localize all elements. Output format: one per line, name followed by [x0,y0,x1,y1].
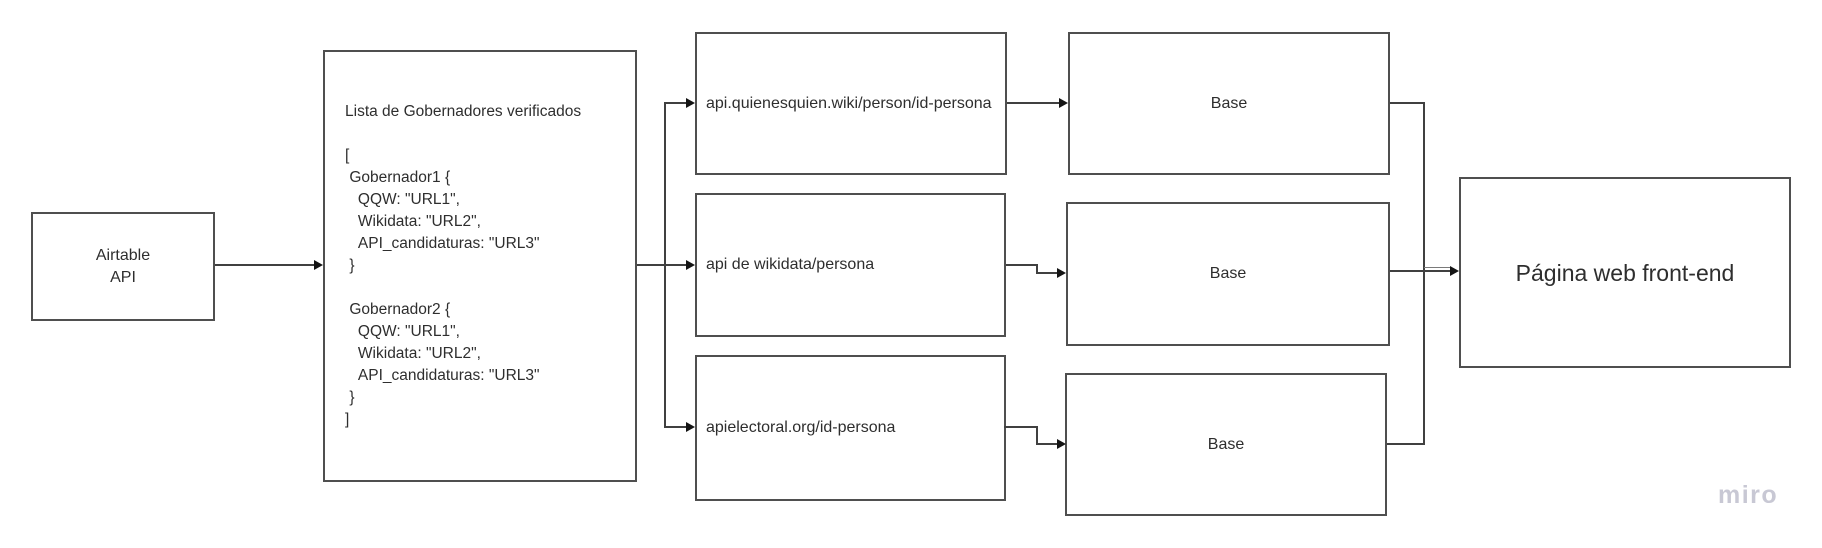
edge-frontend-trunk [1423,102,1425,445]
edge-lista-apiwikidata-line [637,264,686,266]
edge-lista-apielectoral-line [664,426,686,428]
edge-lista-apiwikidata-arrowhead [686,260,695,270]
edge-apiwikidata-base-line-2 [1036,264,1038,274]
edge-lista-branch-trunk [664,102,666,428]
edge-baseelectoral-frontend-line [1387,443,1425,445]
node-base-wikidata[interactable]: Base [1066,202,1390,346]
edge-lista-apielectoral-arrowhead [686,422,695,432]
node-api-electoral[interactable]: apielectoral.org/id-persona [695,355,1006,501]
miro-watermark: miro [1718,481,1779,509]
node-base-wikidata-label: Base [1209,265,1247,282]
node-base-quienesquien-label: Base [1210,94,1248,112]
edge-frontend-double-line [1424,267,1450,268]
edge-apiwikidata-base-line-3 [1036,272,1058,274]
edge-lista-apiqqw-arrowhead [686,98,695,108]
edge-apiqqw-base-line [1007,102,1060,104]
node-api-wikidata[interactable]: api de wikidata/persona [695,193,1006,337]
edge-apielectoral-base-line-2 [1036,426,1038,445]
node-frontend-label: Página web front-end [1515,259,1735,286]
node-frontend[interactable]: Página web front-end [1459,177,1791,368]
edge-apielectoral-base-arrowhead [1057,439,1066,449]
edge-apiwikidata-base-line-1 [1006,264,1038,266]
edge-airtable-lista-arrowhead [314,260,323,270]
node-base-electoral-label: Base [1207,435,1245,453]
edge-basewikidata-frontend-line [1390,270,1450,272]
node-api-quienesquien[interactable]: api.quienesquien.wiki/person/id-persona [695,32,1007,175]
edge-airtable-lista-line [215,264,314,266]
node-lista-gobernadores-text: Lista de Gobernadores verificados [ Gobe… [345,103,582,428]
node-api-electoral-label: apielectoral.org/id-persona [706,419,896,436]
edge-frontend-arrowhead [1450,266,1459,276]
node-base-quienesquien[interactable]: Base [1068,32,1390,175]
edge-apiwikidata-base-arrowhead [1057,268,1066,278]
edge-baseqqw-frontend-line [1390,102,1425,104]
node-api-quienesquien-label: api.quienesquien.wiki/person/id-persona [706,94,992,112]
node-airtable-api-label: Airtable API [95,246,151,286]
edge-apielectoral-base-line-3 [1036,443,1058,445]
edge-apielectoral-base-line-1 [1004,426,1038,428]
node-base-electoral[interactable]: Base [1065,373,1387,516]
edge-lista-apiqqw-line [664,102,686,104]
node-lista-gobernadores[interactable]: Lista de Gobernadores verificados [ Gobe… [323,50,637,482]
edge-apiqqw-base-arrowhead [1059,98,1068,108]
node-api-wikidata-label: api de wikidata/persona [706,256,875,273]
node-airtable-api[interactable]: Airtable API [31,212,215,321]
